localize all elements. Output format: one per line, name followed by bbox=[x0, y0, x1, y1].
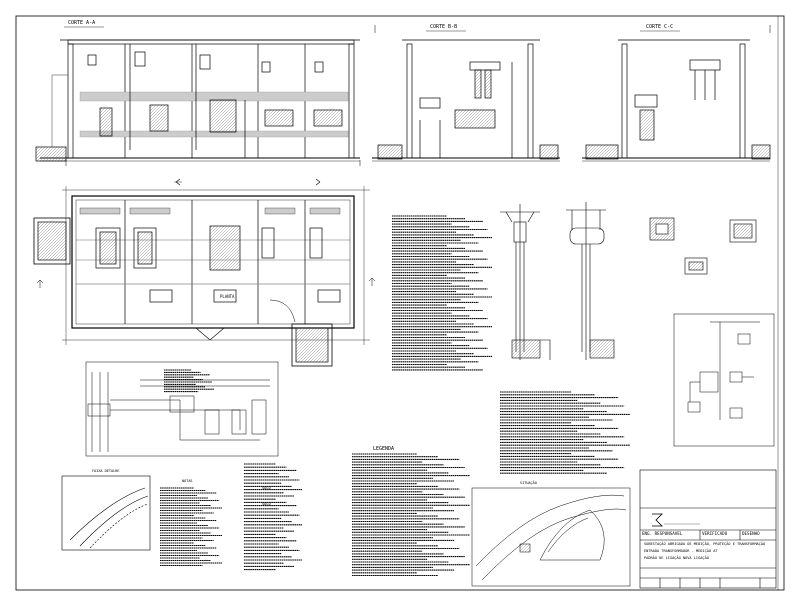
pole-notes-block bbox=[500, 391, 630, 474]
legend-block bbox=[352, 453, 470, 577]
legend-title: LEGENDA bbox=[373, 446, 395, 452]
responsible-engineer: ENG. RESPONSAVEL bbox=[642, 531, 683, 536]
corte-aa-section: CORTE A-A bbox=[35, 20, 360, 162]
location-title: SITUAÇÃO bbox=[520, 480, 537, 485]
single-line-diagram bbox=[85, 361, 279, 457]
corte-bb-section: CORTE B-B bbox=[372, 24, 560, 162]
title-block bbox=[639, 469, 777, 589]
title-line-2: ENTRADA TRANSFORMADOR - MEDIÇÃO AT bbox=[644, 549, 718, 553]
right-schematic bbox=[673, 313, 775, 447]
drawing-label: DESENHO bbox=[742, 531, 760, 536]
corte-bb-label: CORTE B-B bbox=[430, 24, 457, 30]
grounding-details bbox=[649, 217, 757, 275]
notes-block-left bbox=[160, 487, 222, 567]
pole-details bbox=[500, 202, 615, 360]
text-blocks bbox=[160, 215, 630, 577]
section-markers bbox=[65, 25, 771, 166]
title-line-1: SUBESTAÇÃO ABRIGADA DE MEDIÇÃO, PROTEÇÃO… bbox=[644, 542, 766, 546]
location-map: SITUAÇÃO bbox=[471, 480, 631, 587]
partial-detail: FAIXA DETALHE bbox=[61, 469, 151, 551]
corte-cc-label: CORTE C-C bbox=[646, 24, 673, 30]
sheet-label-b: SOLO bbox=[262, 502, 271, 506]
sheet-label-a: SOLO bbox=[262, 486, 271, 490]
title-line-3: PADRÃO DE LIGAÇÃO NOVA LIGAÇÃO bbox=[644, 556, 709, 560]
verified-label: VERIFICADO bbox=[702, 531, 728, 536]
notes-left: NOTAS bbox=[182, 479, 193, 483]
notes-block-mid bbox=[244, 463, 302, 571]
partial-detail-title: FAIXA DETALHE bbox=[92, 469, 119, 473]
general-notes-block bbox=[392, 215, 492, 371]
plan-view: PLANTA bbox=[33, 178, 376, 367]
sheet-border bbox=[15, 15, 785, 591]
diagram-notes-block bbox=[164, 369, 214, 393]
planta-label: PLANTA bbox=[220, 294, 235, 299]
corte-aa-label: CORTE A-A bbox=[68, 20, 95, 26]
company-logo-icon bbox=[652, 513, 663, 527]
corte-cc-section: CORTE C-C bbox=[582, 24, 771, 162]
notes-title: NOTAS bbox=[182, 479, 193, 483]
